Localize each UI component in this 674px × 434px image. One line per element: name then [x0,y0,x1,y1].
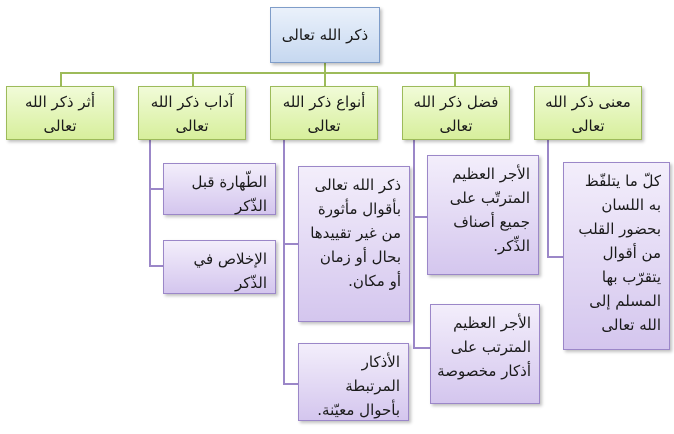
virtue-item-2-connector [413,347,431,349]
connector-category-1 [588,72,590,86]
category-etiquette-label: آداب ذكر الله تعالى [150,93,234,135]
meaning-vertical-connector [547,140,549,258]
category-effect-label: أثر ذكر الله تعالى [25,93,95,135]
category-types: أنواع ذكر الله تعالى [270,86,378,140]
virtue-item-2: الأجر العظيم المترتب على أذكار مخصوصة [430,304,540,404]
meaning-item-1: كلّ ما يتلفّظ به اللسان بحضور القلب من أ… [563,162,670,350]
etiquette-item-1: الطّهارة قبل الذّكر [163,163,276,215]
virtue-item-2-text: الأجر العظيم المترتب على أذكار مخصوصة [437,314,531,380]
virtue-item-1-connector [413,216,428,218]
connector-category-5 [60,72,62,86]
types-item-1-connector [283,243,299,245]
meaning-item-1-connector [547,256,564,258]
types-item-1: ذكر الله تعالى بأقوال مأثورة من غير تقيي… [298,166,410,322]
connector-category-2 [454,72,456,86]
etiquette-item-2-connector [149,265,164,267]
types-item-2-connector [283,383,299,385]
etiquette-item-2: الإخلاص في الذّكر [163,240,276,294]
virtue-vertical-connector [413,140,415,349]
etiquette-vertical-connector [149,140,151,267]
etiquette-item-1-text: الطّهارة قبل الذّكر [191,173,267,215]
etiquette-item-2-text: الإخلاص في الذّكر [193,250,267,292]
category-meaning: معنى ذكر الله تعالى [534,86,642,140]
meaning-item-1-text: كلّ ما يتلفّظ به اللسان بحضور القلب من أ… [578,172,661,334]
virtue-item-1-text: الأجر العظيم المترتّب على جميع أصناف الذ… [449,165,530,255]
category-virtue-label: فضل ذكر الله تعالى [413,93,499,135]
root-label: ذكر الله تعالى [281,26,369,44]
category-etiquette: آداب ذكر الله تعالى [138,86,246,140]
category-types-label: أنواع ذكر الله تعالى [282,93,366,135]
virtue-item-1: الأجر العظيم المترتّب على جميع أصناف الذ… [427,155,539,275]
category-effect: أثر ذكر الله تعالى [6,86,114,140]
root-connector [324,63,326,73]
category-virtue: فضل ذكر الله تعالى [402,86,510,140]
root-node: ذكر الله تعالى [270,7,380,63]
etiquette-item-1-connector [149,188,164,190]
types-item-2-text: الأذكار المرتبطة بأحوال معيّنة. [317,353,400,419]
types-item-1-text: ذكر الله تعالى بأقوال مأثورة من غير تقيي… [310,176,401,290]
category-meaning-label: معنى ذكر الله تعالى [545,93,631,135]
types-vertical-connector [283,140,285,385]
connector-category-3 [324,72,326,86]
types-item-2: الأذكار المرتبطة بأحوال معيّنة. [298,343,409,421]
connector-category-4 [192,72,194,86]
